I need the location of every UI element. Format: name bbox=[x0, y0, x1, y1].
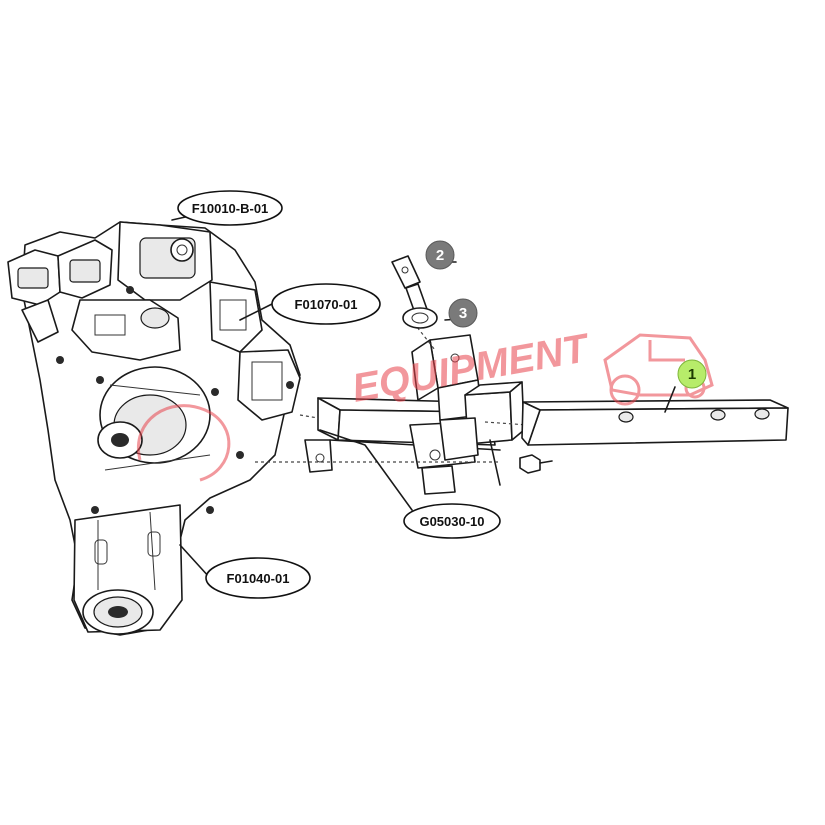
callout-f01070[interactable]: F01070-01 bbox=[271, 283, 381, 325]
item-number: 1 bbox=[688, 366, 696, 383]
drawbar bbox=[521, 399, 789, 446]
item-number: 3 bbox=[459, 305, 467, 322]
callout-label: F10010-B-01 bbox=[192, 201, 269, 216]
item-badge-1[interactable]: 1 bbox=[677, 359, 707, 389]
callout-label: G05030-10 bbox=[419, 514, 484, 529]
callout-label: F01070-01 bbox=[295, 297, 358, 312]
item-badge-2[interactable]: 2 bbox=[425, 240, 455, 270]
tractor-icon bbox=[603, 333, 714, 406]
washer bbox=[402, 307, 438, 329]
callout-f01040[interactable]: F01040-01 bbox=[205, 557, 311, 599]
callout-f10010[interactable]: F10010-B-01 bbox=[177, 190, 283, 226]
hex-bolt bbox=[519, 454, 553, 474]
callout-g05030[interactable]: G05030-10 bbox=[403, 503, 501, 539]
transaxle-assembly bbox=[7, 221, 301, 636]
callout-label: F01040-01 bbox=[227, 571, 290, 586]
item-number: 2 bbox=[436, 247, 444, 264]
hitch-pin bbox=[391, 255, 429, 317]
bracket-frame bbox=[304, 334, 525, 495]
item-badge-3[interactable]: 3 bbox=[448, 298, 478, 328]
